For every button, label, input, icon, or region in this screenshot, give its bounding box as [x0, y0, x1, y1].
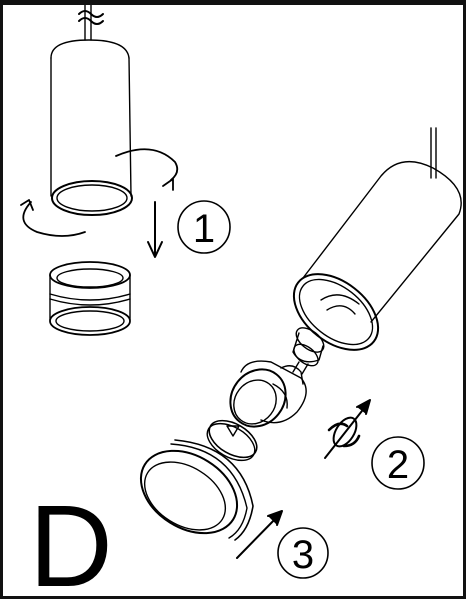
step-1-badge: 1	[178, 201, 230, 253]
step-3-number: 3	[292, 533, 314, 577]
front-cover-ring	[126, 434, 253, 550]
trim-ring	[50, 262, 130, 335]
spring-clip	[201, 413, 263, 468]
step-3-badge: 3	[278, 528, 328, 578]
lamp-socket	[290, 323, 328, 374]
arrow-down-icon	[148, 202, 162, 257]
step-1-number: 1	[193, 207, 215, 251]
upper-cylinder-housing	[21, 0, 177, 236]
angled-cylinder-housing	[280, 128, 461, 365]
step-2-number: 2	[387, 443, 409, 487]
panel-letter: D	[29, 488, 113, 604]
step-2-badge: 2	[372, 437, 424, 489]
rotate-arrow-icon	[325, 400, 370, 458]
